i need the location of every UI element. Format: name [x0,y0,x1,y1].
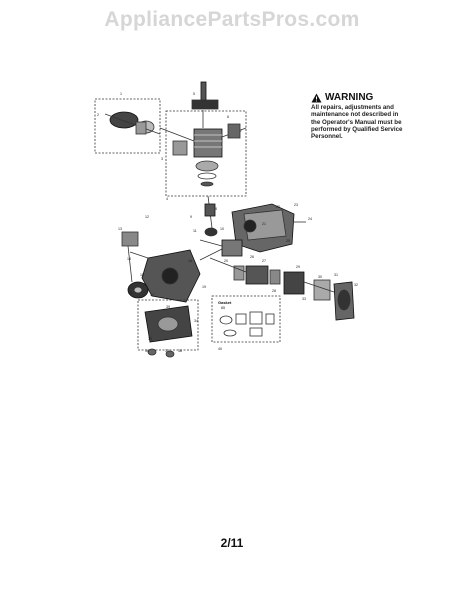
kit-label-number: 65 [221,306,225,310]
callout: 18 [188,259,192,263]
callout: 20 [224,259,228,263]
page-number: 2/11 [220,536,244,550]
warning-heading: WARNING [311,92,431,103]
cylinder [193,128,223,158]
callout: 2 [97,113,99,117]
warning-text: All repairs, adjustments and maintenance… [311,104,431,140]
callout: 29 [296,265,300,269]
callout: 22 [276,205,280,209]
callout: 16 [128,291,132,295]
callout: 25 [286,239,290,243]
callout: 39 [166,305,170,309]
callout: 40 [218,347,222,351]
warning-line: Personnel. [311,133,343,141]
cylinder-assembly-box [165,110,247,197]
piston-ring [197,172,217,180]
callout: 34 [194,319,198,323]
callout: 17 [150,293,154,297]
callout-numbers: 1 2 3 4 5 6 7 8 9 10 11 12 13 14 15 16 1… [97,92,358,353]
warning-title: WARNING [325,92,374,103]
callout: 13 [118,227,122,231]
callout: 33 [302,297,306,301]
callout: 5 [193,92,195,96]
kit-label-title: Gasket [218,300,232,305]
air-filter-box [94,98,161,154]
callout: 36 [145,349,149,353]
callout: 32 [354,283,358,287]
warning-line: performed by Qualified Service [311,125,403,133]
callout: 23 [294,203,298,207]
piston [195,160,219,172]
callout: 12 [145,215,149,219]
callout: 10 [220,227,224,231]
callout: 28 [272,289,276,293]
callout: 24 [308,217,312,221]
recoil-starter-box [137,299,199,351]
callout: 21 [262,222,266,226]
spark-plug [200,81,207,101]
callout: 38 [178,349,182,353]
warning-triangle-icon [311,93,322,102]
warning-line: All repairs, adjustments and [311,104,394,111]
callout: 9 [190,215,192,219]
callout: 3 [161,157,163,161]
warning-notice: WARNING All repairs, adjustments and mai… [311,92,431,140]
callout: 19 [202,285,206,289]
callout: 1 [120,92,122,96]
carburetor [245,265,269,285]
warning-line: maintenance not described in [311,111,399,119]
watermark-text: AppliancePartsPros.com [104,8,360,31]
callout: 26 [250,255,254,259]
callout: 6 [227,115,229,119]
callout: 15 [140,273,144,277]
callout: 14 [127,257,131,261]
warning-line: the Operator's Manual must be [311,118,402,126]
callout: 11 [193,229,197,233]
callout: 7 [240,129,242,133]
air-filter-cover [109,111,139,129]
callout: 27 [262,259,266,263]
muffler [283,271,305,295]
callout: 35 [148,337,152,341]
ignition-module [221,239,243,257]
callout: 30 [318,275,322,279]
callout: 37 [165,349,169,353]
callout: 31 [334,273,338,277]
gasket-kit-box [211,295,281,343]
callout: 8 [215,207,217,211]
callout: 4 [166,197,168,201]
